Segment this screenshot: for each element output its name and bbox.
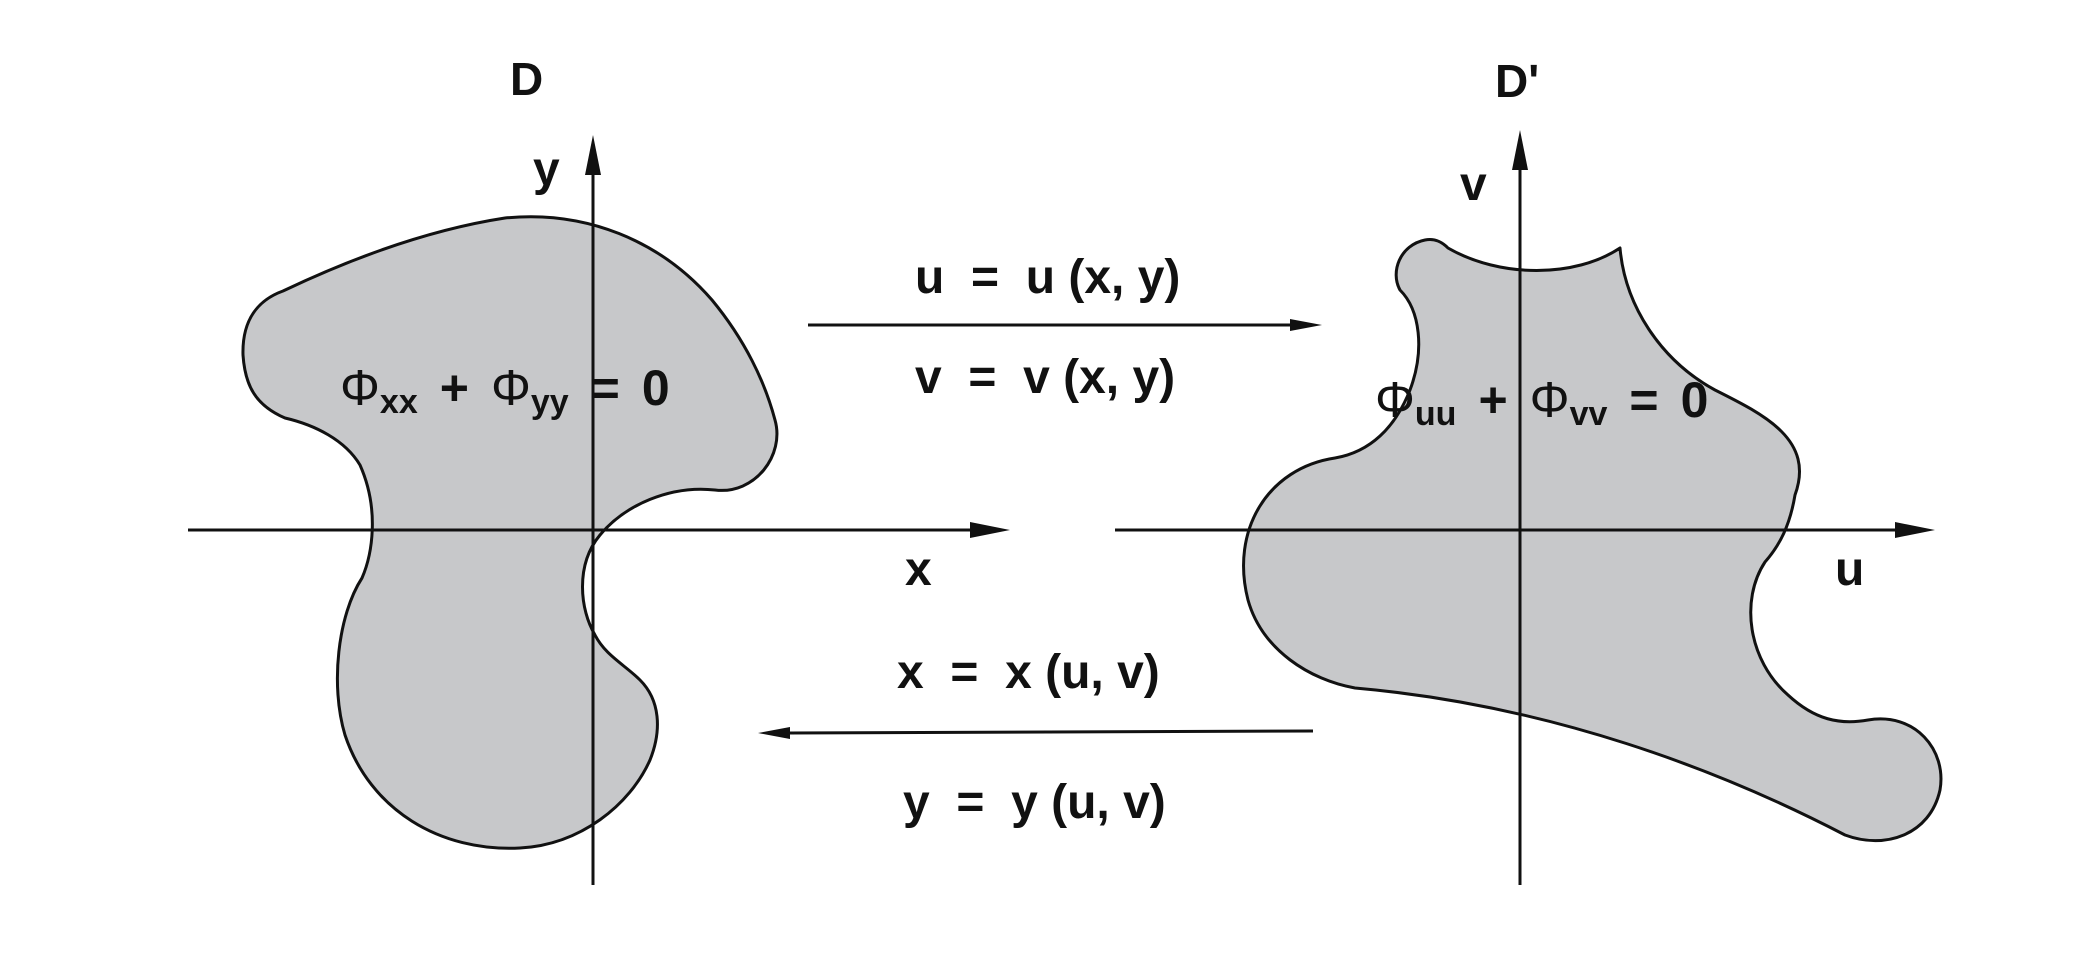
v-axis-arrowhead xyxy=(1512,130,1528,170)
left-region-D xyxy=(241,215,779,850)
right-region-D-prime xyxy=(1242,238,1943,843)
right-domain: D' v u Φuu+Φvv=0 xyxy=(1115,55,1943,885)
inverse-mapping: x = x (u, v) y = y (u, v) xyxy=(758,646,1314,829)
left-domain: D y x Φxx+Φyy=0 xyxy=(188,53,1010,885)
laplace-equation-uv: Φuu+Φvv=0 xyxy=(1375,372,1708,433)
u-axis-arrowhead xyxy=(1895,522,1935,538)
inverse-map-y: y = y (u, v) xyxy=(903,776,1166,829)
v-axis-label: v xyxy=(1460,158,1487,211)
y-axis-arrowhead xyxy=(585,135,601,175)
forward-map-u: u = u (x, y) xyxy=(915,251,1180,304)
inverse-arrow-line xyxy=(789,729,1314,735)
domain-label-D-prime: D' xyxy=(1495,55,1539,107)
inverse-arrowhead xyxy=(758,727,790,739)
domain-label-D: D xyxy=(510,53,543,105)
forward-mapping: u = u (x, y) v = v (x, y) xyxy=(808,251,1322,404)
x-axis-label: x xyxy=(905,543,932,596)
laplace-equation-xy: Φxx+Φyy=0 xyxy=(340,360,670,421)
u-axis-label: u xyxy=(1835,543,1864,596)
inverse-map-x: x = x (u, v) xyxy=(897,646,1160,699)
forward-map-v: v = v (x, y) xyxy=(915,351,1175,404)
y-axis-label: y xyxy=(533,143,560,196)
forward-arrowhead xyxy=(1290,319,1322,331)
x-axis-arrowhead xyxy=(970,522,1010,538)
